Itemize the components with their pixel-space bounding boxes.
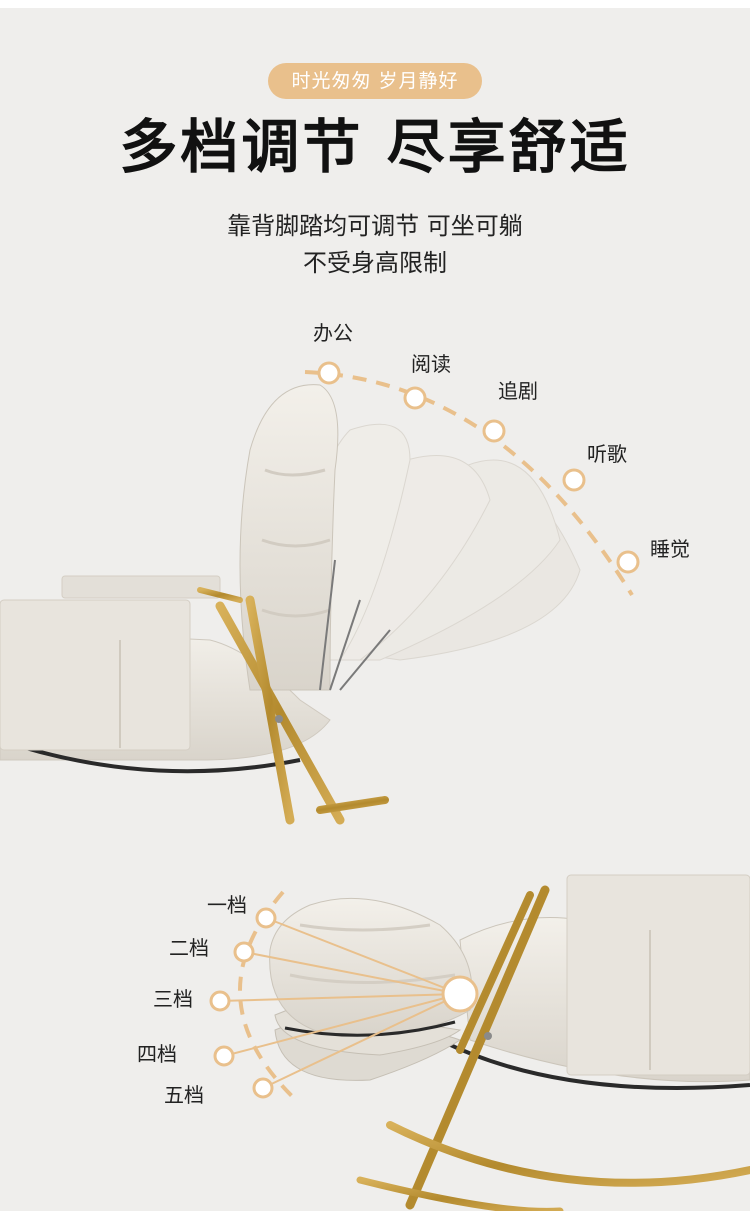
backrest-ghost-positions xyxy=(313,423,581,661)
gold-frame-upper xyxy=(0,587,389,825)
level-label-1: 一档 xyxy=(207,893,247,917)
footrest-level-markers xyxy=(209,907,277,1099)
level-label-3: 三档 xyxy=(153,987,193,1011)
subtitle-line-1: 靠背脚踏均可调节 可坐可躺 xyxy=(227,212,523,240)
gold-frame-lower xyxy=(356,882,750,1211)
mode-label-watching: 追剧 xyxy=(498,379,538,403)
mode-label-reading: 阅读 xyxy=(411,352,451,376)
tagline-badge: 时光匆匆 岁月静好 xyxy=(268,63,482,99)
footrest-rays xyxy=(219,917,461,1089)
backrest-position-markers xyxy=(317,361,640,574)
mode-label-office: 办公 xyxy=(313,321,353,345)
mode-label-sleep: 睡觉 xyxy=(650,537,690,561)
backrest-arc xyxy=(304,370,634,597)
page-headline: 多档调节 尽享舒适 xyxy=(119,113,631,181)
level-label-2: 二档 xyxy=(169,936,209,960)
mode-label-music: 听歌 xyxy=(587,442,627,466)
top-divider xyxy=(0,0,750,8)
level-label-4: 四档 xyxy=(137,1042,177,1066)
subtitle-line-2: 不受身高限制 xyxy=(303,249,447,277)
level-label-5: 五档 xyxy=(164,1083,204,1107)
footrest-layers xyxy=(269,897,473,1081)
footrest-pivot xyxy=(441,975,479,1013)
